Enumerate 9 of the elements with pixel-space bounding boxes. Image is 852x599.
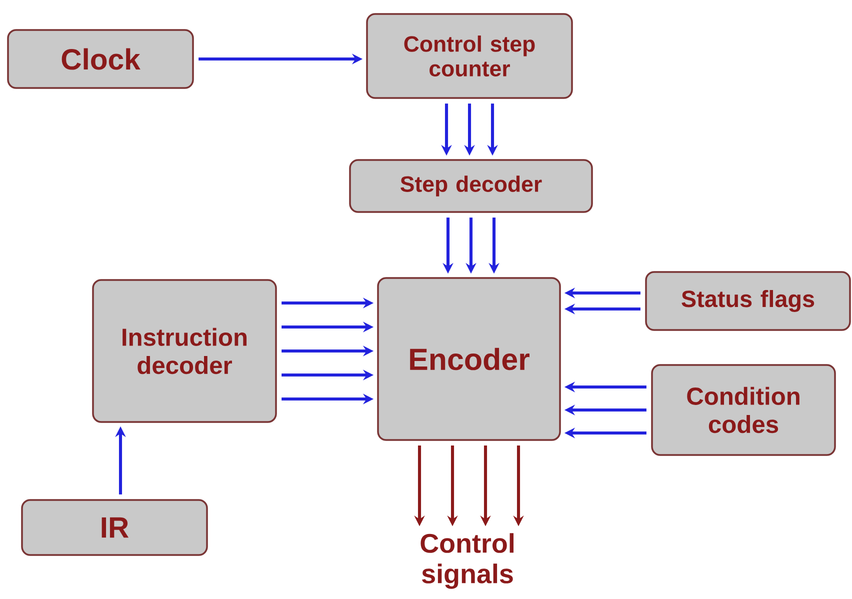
process-box: Control step counter — [366, 13, 573, 99]
process-box: Condition codes — [651, 364, 836, 456]
process-box: Clock — [7, 29, 194, 89]
process-box: Instruction decoder — [92, 279, 277, 423]
process-box: Status flags — [645, 271, 851, 331]
process-box: Step decoder — [349, 159, 593, 213]
process-box: IR — [21, 499, 208, 556]
process-box: Encoder — [377, 277, 561, 441]
output-label: Control signals — [420, 533, 514, 589]
